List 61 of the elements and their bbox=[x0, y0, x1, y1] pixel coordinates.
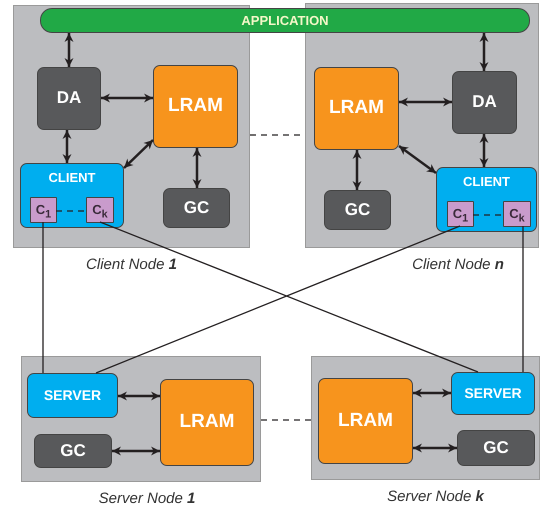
dashed-connector bbox=[261, 419, 311, 421]
double-arrow bbox=[413, 444, 457, 452]
box-label: C$_{1}$ bbox=[34, 202, 52, 223]
agent-box bbox=[37, 67, 101, 130]
client-box bbox=[20, 163, 124, 228]
dashed-connector bbox=[473, 214, 502, 216]
node-caption: Client Node n bbox=[411, 256, 505, 273]
application-bar bbox=[40, 8, 530, 33]
node-caption: Server Node 1 bbox=[98, 490, 196, 505]
double-arrow bbox=[123, 139, 154, 169]
box-label: SERVER bbox=[463, 385, 523, 402]
double-arrow bbox=[118, 392, 160, 400]
connector-line bbox=[522, 226, 524, 372]
double-arrow bbox=[413, 388, 451, 398]
double-arrow bbox=[112, 446, 160, 456]
cache-box bbox=[86, 197, 114, 223]
box-label: CLIENT bbox=[462, 174, 511, 190]
double-arrow bbox=[480, 33, 488, 71]
agent-box bbox=[452, 71, 517, 134]
box-label: C$_{k}$ bbox=[508, 206, 526, 227]
memory-box bbox=[318, 378, 413, 464]
collector-box bbox=[34, 434, 112, 468]
memory-box bbox=[160, 379, 254, 466]
collector-box bbox=[324, 190, 391, 230]
cache-box bbox=[30, 197, 57, 223]
node-caption: Server Node k bbox=[386, 488, 486, 505]
cache-box bbox=[447, 201, 474, 227]
server-box bbox=[27, 373, 118, 418]
box-label: LRAM bbox=[167, 95, 224, 118]
double-arrow bbox=[62, 130, 72, 163]
node-caption: Client Node 1 bbox=[85, 256, 178, 273]
box-label: GC bbox=[182, 198, 210, 218]
box-label: LRAM bbox=[328, 97, 385, 120]
collector-box bbox=[163, 188, 230, 228]
box-label: C$_{1}$ bbox=[452, 206, 470, 227]
double-arrow bbox=[192, 148, 202, 188]
collector-box bbox=[457, 430, 535, 466]
dashed-connector bbox=[56, 210, 85, 212]
box-label: APPLICATION bbox=[240, 12, 330, 28]
box-label: LRAM bbox=[178, 411, 236, 434]
memory-box bbox=[153, 65, 238, 148]
box-label: SERVER bbox=[42, 387, 102, 404]
box-label: GC bbox=[344, 200, 372, 220]
box-label: CLIENT bbox=[48, 170, 96, 186]
memory-box bbox=[314, 67, 399, 150]
box-label: LRAM bbox=[337, 410, 394, 432]
double-arrow bbox=[398, 144, 437, 174]
double-arrow bbox=[480, 134, 488, 167]
client-box bbox=[436, 167, 537, 232]
double-arrow bbox=[352, 150, 362, 190]
double-arrow bbox=[101, 94, 153, 102]
box-label: DA bbox=[471, 92, 498, 113]
box-label: GC bbox=[59, 440, 87, 462]
box-label: GC bbox=[482, 438, 510, 458]
box-label: DA bbox=[56, 88, 82, 109]
cache-box bbox=[503, 201, 531, 227]
server-box bbox=[451, 372, 535, 415]
double-arrow bbox=[399, 98, 452, 106]
box-label: C$_{k}$ bbox=[91, 202, 109, 223]
double-arrow bbox=[64, 33, 74, 67]
connector-line bbox=[42, 222, 44, 373]
